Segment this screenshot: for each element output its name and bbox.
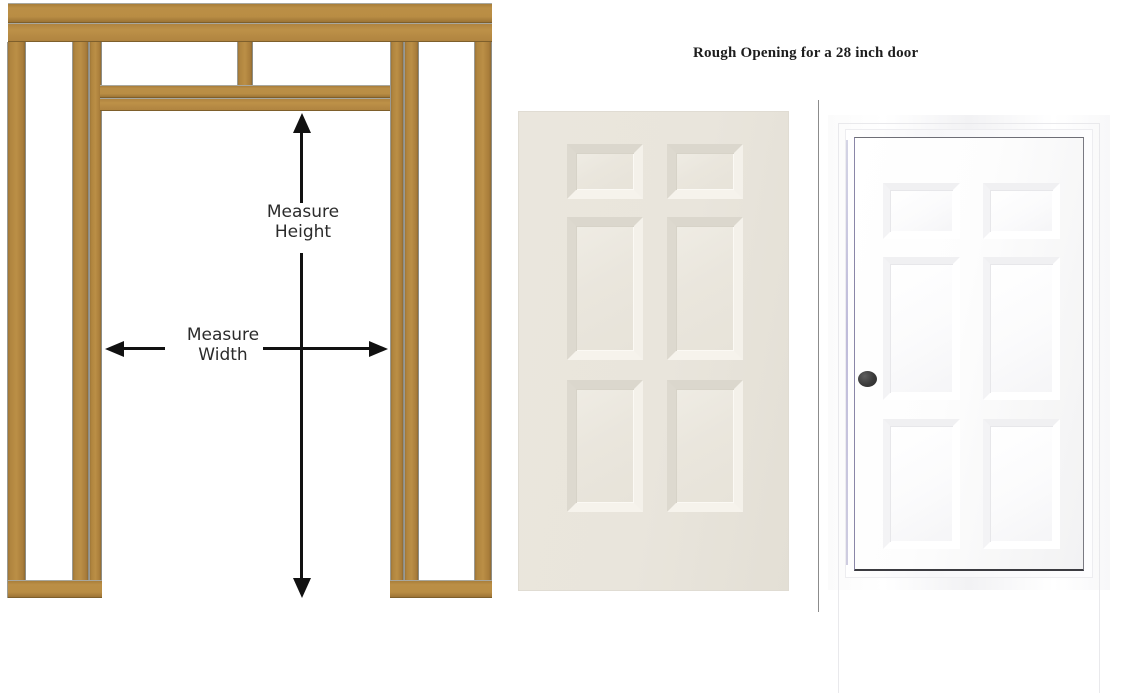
panel-top-right	[667, 144, 743, 199]
panel-top-left	[883, 183, 960, 239]
measure-width-label: Measure Width	[186, 325, 260, 365]
panel-middle-right	[983, 257, 1060, 400]
cream-six-panel-door	[519, 112, 788, 590]
right-outer-stud	[474, 42, 492, 598]
header-beam-upper	[100, 85, 390, 98]
casing-edge-left	[838, 123, 839, 693]
left-sole-plate	[8, 580, 102, 598]
measure-height-label: Measure Height	[266, 202, 340, 242]
left-king-stud	[72, 42, 89, 598]
right-king-stud	[404, 42, 419, 598]
panel-bottom-right	[667, 380, 743, 512]
panel-middle-left	[883, 257, 960, 400]
panel-middle-right	[667, 217, 743, 360]
panel-top-left	[567, 144, 643, 199]
casing-edge-right	[1099, 123, 1100, 693]
door-slab	[854, 137, 1084, 571]
page-title: Rough Opening for a 28 inch door	[693, 45, 919, 61]
door-hinge-edge-shadow	[846, 140, 848, 565]
panel-bottom-right	[983, 419, 1060, 549]
panel-bottom-left	[567, 380, 643, 512]
panel-bottom-left	[883, 419, 960, 549]
header-beam-lower	[100, 98, 390, 111]
white-prehung-six-panel-door	[828, 115, 1110, 693]
cripple-stud	[237, 42, 253, 87]
top-plate-upper	[8, 3, 492, 23]
left-jack-stud	[89, 42, 102, 598]
right-jack-stud	[390, 42, 404, 598]
panel-top-right	[983, 183, 1060, 239]
right-sole-plate	[390, 580, 492, 598]
left-outer-stud	[7, 42, 26, 598]
casing-edge-top	[838, 123, 1100, 124]
door-knob[interactable]	[858, 371, 877, 387]
panel-middle-left	[567, 217, 643, 360]
top-plate-lower	[8, 23, 492, 42]
screenshot-root: Measure Height Measure Width Rough Openi…	[7, 3, 1110, 693]
vertical-separator-line	[818, 100, 819, 612]
